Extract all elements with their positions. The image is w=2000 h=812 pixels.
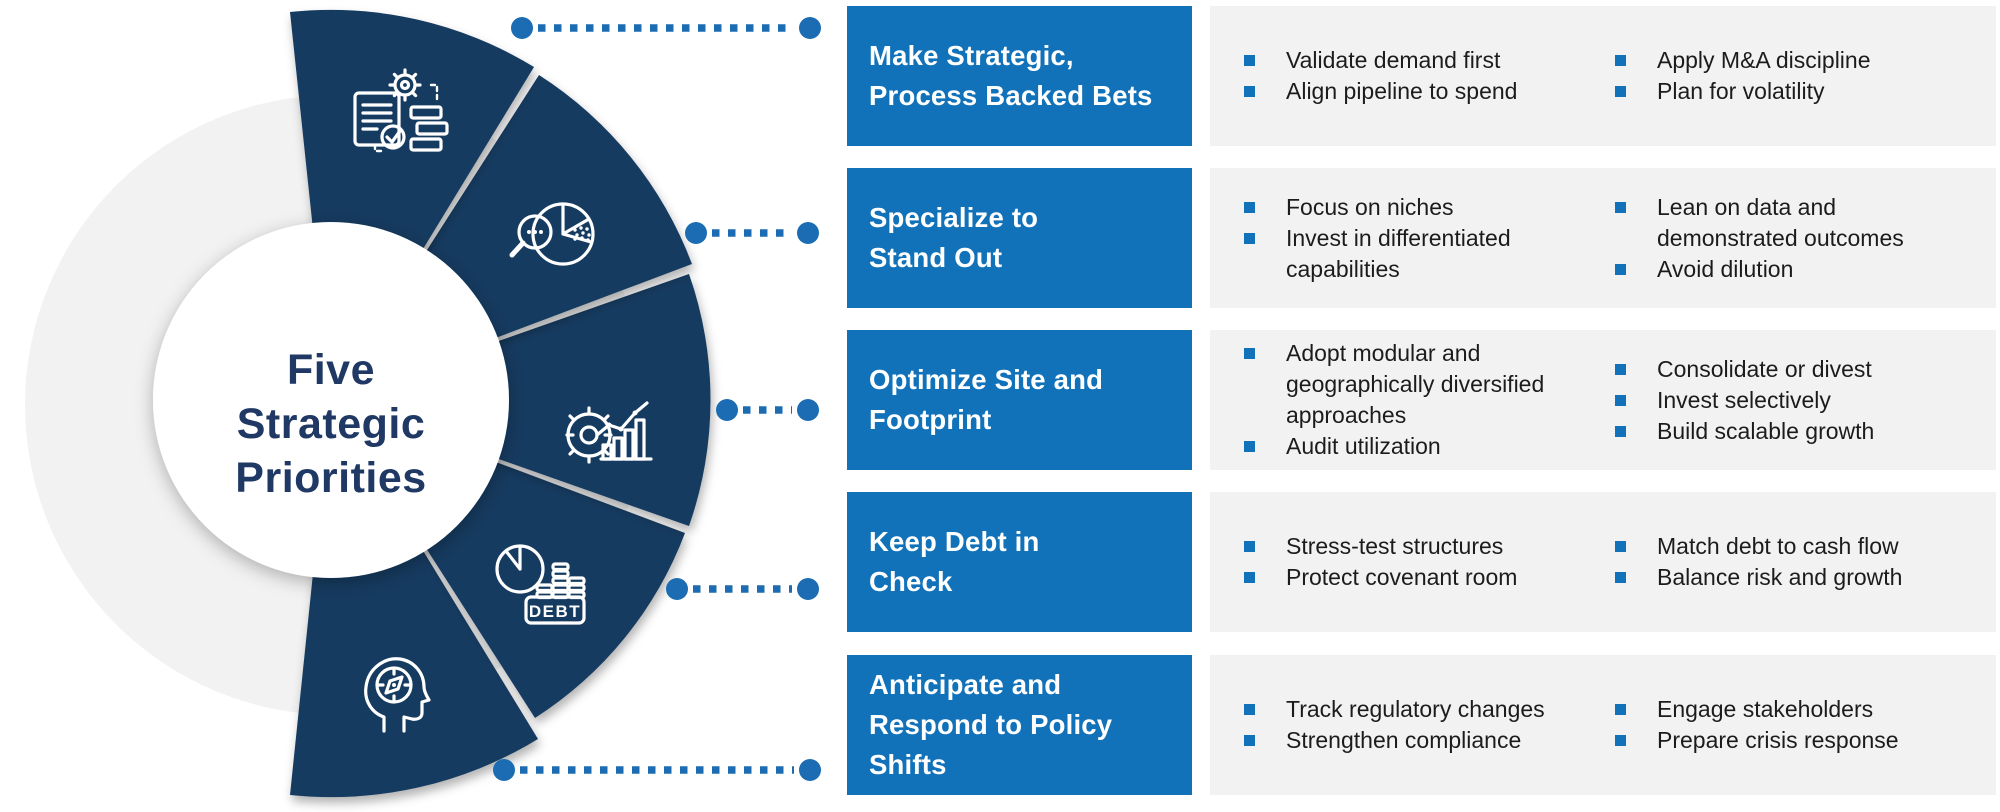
connector-row-1	[511, 17, 821, 39]
priority-title-4: Keep Debt in Check	[869, 526, 1040, 597]
bullet-item: Invest selectively	[1613, 385, 1973, 416]
bullet-list-left-3: Adopt modular and geographically diversi…	[1242, 338, 1562, 462]
diagram-art: DEBT	[25, 9, 821, 798]
bullet-item: Match debt to cash flow	[1613, 531, 1973, 562]
bullet-item: Protect covenant room	[1242, 562, 1562, 593]
priority-row-1: Make Strategic, Process Backed Bets Vali…	[0, 6, 2000, 146]
bullet-item: Build scalable growth	[1613, 416, 1973, 447]
bullet-item: Focus on niches	[1242, 192, 1562, 223]
priority-title-5: Anticipate and Respond to Policy Shifts	[869, 669, 1113, 780]
connector-row-4	[666, 578, 819, 600]
connector-row-2	[685, 222, 819, 244]
bullet-item: Avoid dilution	[1613, 254, 1973, 285]
bullet-item: Stress-test structures	[1242, 531, 1562, 562]
bullet-item: Invest in differentiated capabilities	[1242, 223, 1562, 285]
priority-row-3: Optimize Site and Footprint Adopt modula…	[0, 330, 2000, 470]
center-circle-title: Five Strategic Priorities	[235, 346, 427, 502]
gear-bar-chart-icon	[565, 401, 653, 464]
bullet-item: Balance risk and growth	[1613, 562, 1973, 593]
priority-row-5: Anticipate and Respond to Policy Shifts …	[0, 655, 2000, 795]
bullet-item: Prepare crisis response	[1613, 725, 1973, 756]
bullet-item: Engage stakeholders	[1613, 694, 1973, 725]
process-document-gear-icon	[353, 68, 449, 153]
bullet-item: Consolidate or divest	[1613, 354, 1973, 385]
bullet-item: Validate demand first	[1242, 45, 1562, 76]
bullet-item: Track regulatory changes	[1242, 694, 1562, 725]
head-compass-icon	[364, 657, 431, 733]
priority-title-box-2: Specialize to Stand Out	[847, 168, 1192, 308]
priority-details-panel-3: Adopt modular and geographically diversi…	[1210, 330, 1996, 470]
bullet-item: Align pipeline to spend	[1242, 76, 1562, 107]
bullet-item: Plan for volatility	[1613, 76, 1973, 107]
priority-title-1: Make Strategic, Process Backed Bets	[869, 40, 1153, 111]
bullet-item: Apply M&A discipline	[1613, 45, 1973, 76]
connector-row-3	[716, 399, 819, 421]
priority-title-2: Specialize to Stand Out	[869, 202, 1039, 273]
priority-title-box-5: Anticipate and Respond to Policy Shifts	[847, 655, 1192, 795]
bullet-item: Audit utilization	[1242, 431, 1562, 462]
debt-label: DEBT	[529, 602, 581, 621]
fan-segment-3	[331, 274, 711, 526]
hub-circle	[153, 222, 509, 578]
bullet-item: Strengthen compliance	[1242, 725, 1562, 756]
bullet-item: Adopt modular and geographically diversi…	[1242, 338, 1562, 431]
magnifier-pie-chart-icon	[509, 202, 595, 266]
connector-row-5	[493, 759, 821, 781]
pie-coins-debt-icon: DEBT	[495, 544, 586, 625]
priority-title-3: Optimize Site and Footprint	[869, 364, 1104, 435]
priority-title-box-3: Optimize Site and Footprint	[847, 330, 1192, 470]
priority-title-box-1: Make Strategic, Process Backed Bets	[847, 6, 1192, 146]
bullet-item: Lean on data and demonstrated outcomes	[1613, 192, 1973, 254]
priority-row-4: Keep Debt in Check Stress-test structure…	[0, 492, 2000, 632]
priority-title-box-4: Keep Debt in Check	[847, 492, 1192, 632]
